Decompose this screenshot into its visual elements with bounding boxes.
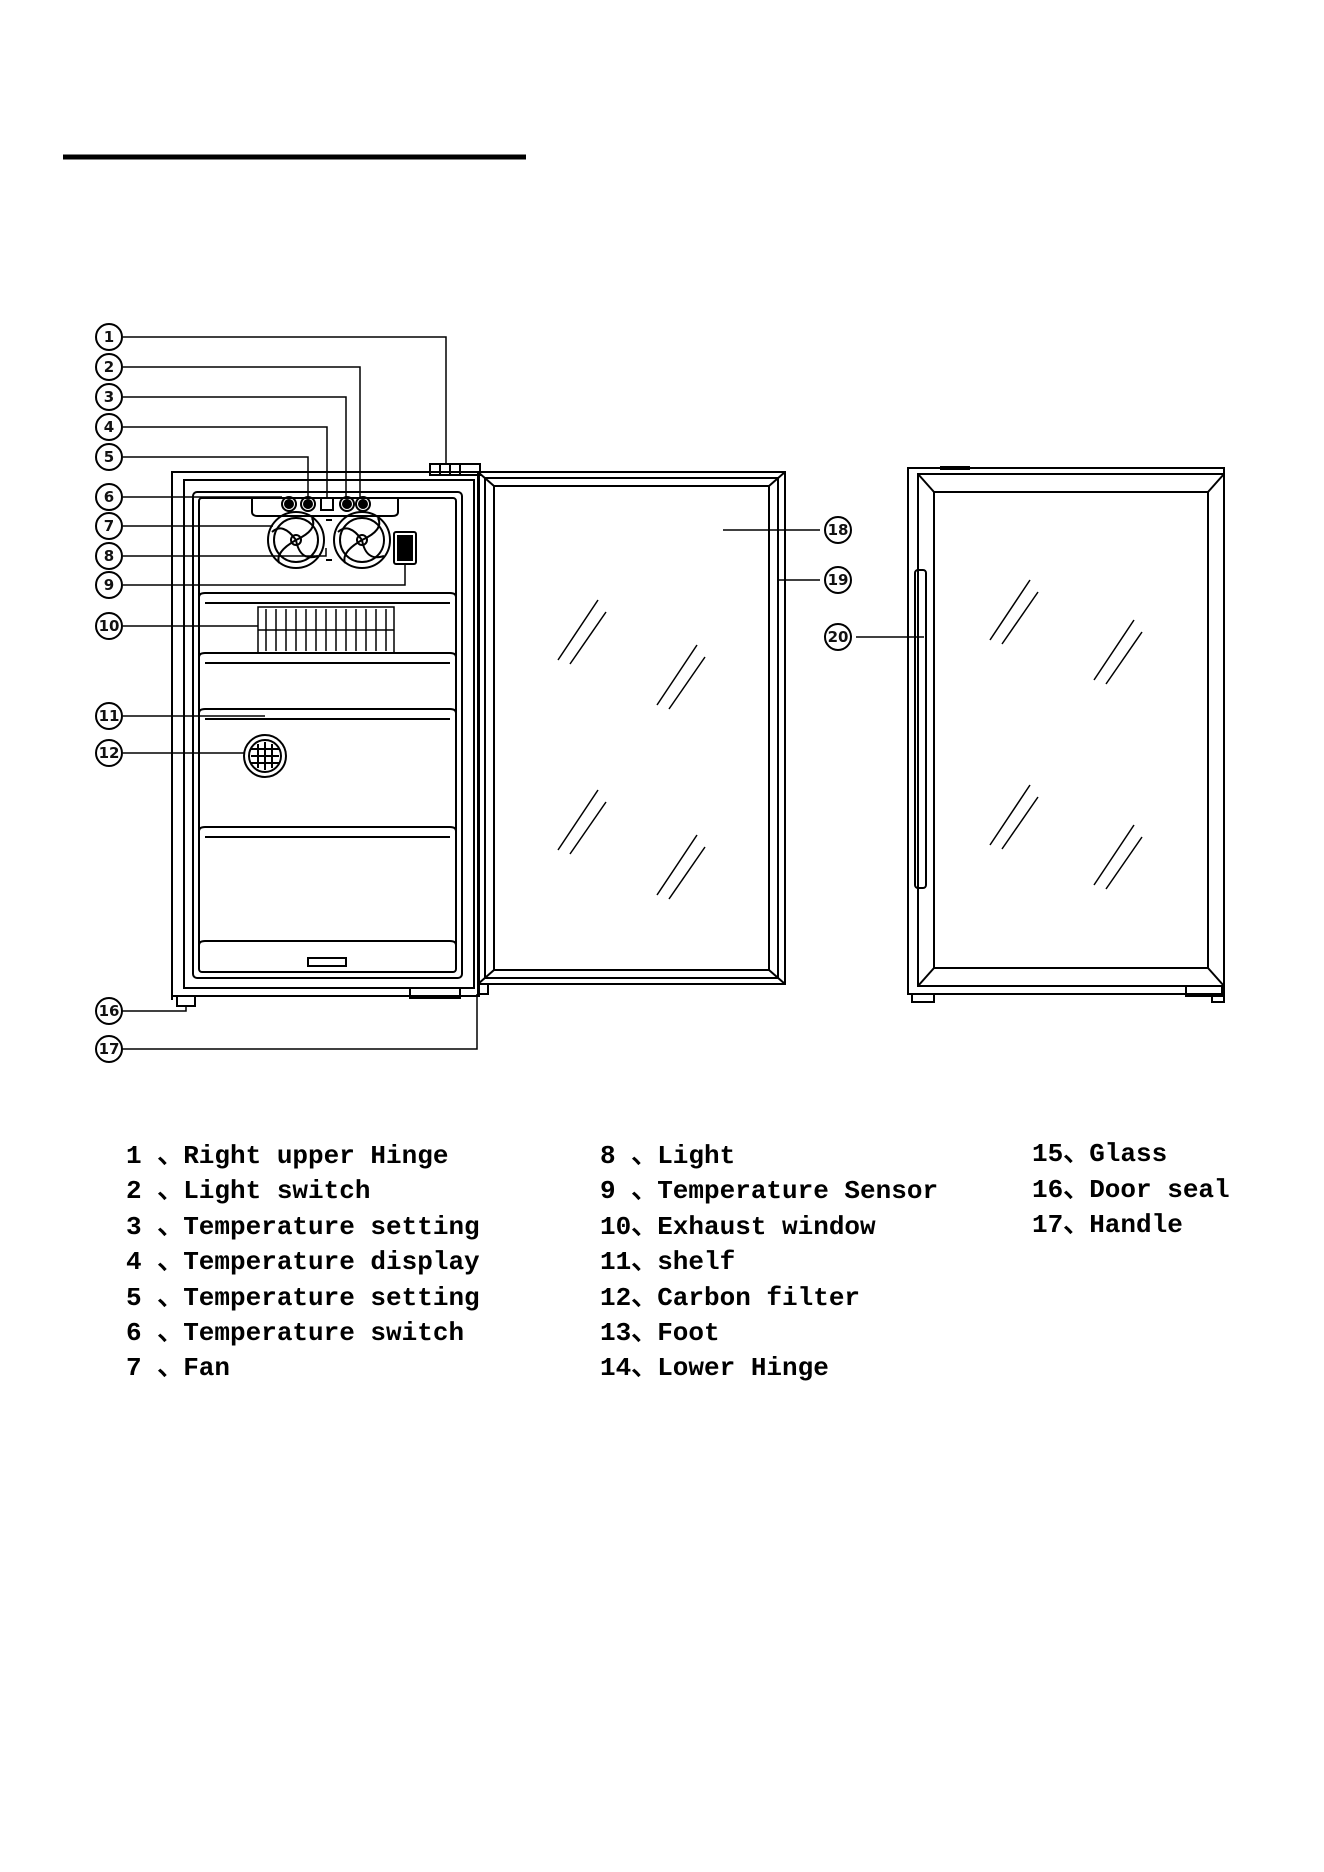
light: [393, 531, 417, 565]
callout-circle-5: [95, 443, 123, 471]
shelves: [198, 592, 457, 957]
callout-circle-9: [95, 571, 123, 599]
legend-item: 14、Lower Hinge: [600, 1353, 829, 1383]
callout-6: 6: [104, 488, 114, 506]
fan-pair: [267, 511, 391, 569]
legend-item: 12、Carbon filter: [600, 1283, 860, 1313]
callout-numbers: 1 2 3 4 5 6 7 8 9 10 11 12 16 17 18 19 2…: [99, 328, 849, 1058]
legend-item: 16、Door seal: [1032, 1175, 1230, 1205]
callout-19: 19: [828, 571, 849, 589]
legend-item: 2 、Light switch: [126, 1176, 370, 1206]
legend-item: 3 、Temperature setting: [126, 1212, 480, 1242]
legend-item: 9 、Temperature Sensor: [600, 1176, 938, 1206]
legend-item: 8 、Light: [600, 1141, 735, 1171]
callout-circle-4: [95, 413, 123, 441]
callout-18: 18: [828, 521, 849, 539]
callout-7: 7: [104, 517, 114, 535]
callout-circle-1: [95, 323, 123, 351]
callout-4: 4: [104, 418, 114, 436]
legend-item: 5 、Temperature setting: [126, 1283, 480, 1313]
legend-item: 4 、Temperature display: [126, 1247, 480, 1277]
legend-column-3: 15、Glass 16、Door seal 17、Handle: [1032, 1139, 1230, 1240]
callout-circle-7: [95, 512, 123, 540]
callout-3: 3: [104, 388, 114, 406]
legend-item: 13、Foot: [600, 1318, 720, 1348]
control-panel: [251, 496, 399, 517]
closed-fridge: [907, 466, 1225, 1003]
legend-item: 6 、Temperature switch: [126, 1318, 464, 1348]
glass-reflection-marks: [557, 599, 706, 900]
legend-column-1: 1 、Right upper Hinge 2 、Light switch 3 、…: [126, 1141, 480, 1383]
callout-1: 1: [104, 328, 114, 346]
callout-circles: [95, 323, 852, 1063]
callout-circle-20: [824, 623, 852, 651]
callout-11: 11: [99, 707, 120, 725]
callout-circle-3: [95, 383, 123, 411]
open-cabinet: [171, 463, 481, 1007]
callout-9: 9: [104, 576, 114, 594]
exhaust-window: [257, 606, 395, 654]
callout-circle-2: [95, 353, 123, 381]
leader-lines: [122, 336, 924, 1050]
callout-circle-6: [95, 483, 123, 511]
legend-column-2: 8 、Light 9 、Temperature Sensor 10、Exhaus…: [600, 1141, 938, 1383]
callout-circle-19: [824, 566, 852, 594]
callout-circle-18: [824, 516, 852, 544]
legend-item: 10、Exhaust window: [600, 1212, 876, 1242]
legend-item: 17、Handle: [1032, 1210, 1183, 1240]
callout-2: 2: [104, 358, 114, 376]
callout-12: 12: [99, 744, 120, 762]
callout-circle-8: [95, 542, 123, 570]
callout-circle-16: [95, 997, 123, 1025]
callout-8: 8: [104, 547, 114, 565]
legend-item: 15、Glass: [1032, 1139, 1167, 1169]
callout-10: 10: [99, 617, 120, 635]
callout-circle-10: [95, 612, 123, 640]
glass-reflection-marks-closed: [989, 579, 1143, 890]
carbon-filter: [243, 734, 287, 778]
callout-circle-11: [95, 702, 123, 730]
legend-item: 7 、Fan: [126, 1353, 230, 1383]
open-door: [477, 471, 786, 995]
callout-20: 20: [828, 628, 849, 646]
legend-item: 1 、Right upper Hinge: [126, 1141, 448, 1171]
legend: 1 、Right upper Hinge 2 、Light switch 3 、…: [126, 1139, 1230, 1383]
callout-5: 5: [104, 448, 114, 466]
callout-17: 17: [99, 1040, 120, 1058]
callout-16: 16: [99, 1002, 120, 1020]
callout-circle-12: [95, 739, 123, 767]
legend-item: 11、shelf: [600, 1247, 735, 1277]
callout-circle-17: [95, 1035, 123, 1063]
